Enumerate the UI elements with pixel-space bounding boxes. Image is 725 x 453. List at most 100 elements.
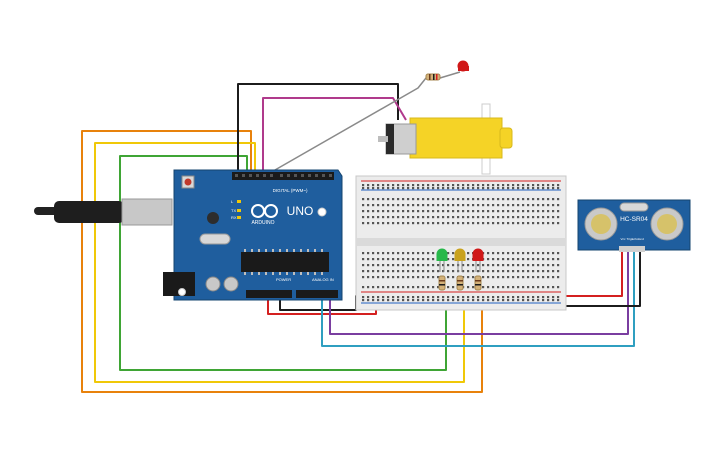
breadboard-hole: [437, 198, 440, 201]
breadboard-hole: [497, 222, 500, 225]
breadboard-hole: [402, 264, 405, 267]
breadboard-hole: [532, 184, 535, 187]
breadboard-hole: [452, 296, 455, 299]
breadboard-hole: [432, 270, 435, 273]
breadboard-hole: [387, 258, 390, 261]
breadboard-hole: [447, 210, 450, 213]
breadboard-hole: [447, 222, 450, 225]
breadboard-hole: [472, 222, 475, 225]
breadboard-hole: [462, 296, 465, 299]
breadboard-hole: [442, 299, 445, 302]
breadboard-hole: [387, 299, 390, 302]
sensor-crystal: [619, 202, 649, 212]
breadboard-hole: [362, 210, 365, 213]
breadboard-hole: [417, 222, 420, 225]
breadboard-hole: [557, 198, 560, 201]
led-rx-label: RX: [231, 215, 237, 220]
breadboard-hole: [552, 258, 555, 261]
breadboard-hole: [547, 216, 550, 219]
breadboard-hole: [532, 270, 535, 273]
breadboard-hole: [422, 222, 425, 225]
breadboard-hole: [537, 286, 540, 289]
breadboard-hole: [542, 286, 545, 289]
breadboard-hole: [427, 286, 430, 289]
breadboard-hole: [377, 198, 380, 201]
breadboard-hole: [417, 252, 420, 255]
breadboard-hole: [472, 216, 475, 219]
atmega-pins: [244, 249, 323, 275]
breadboard-hole: [547, 286, 550, 289]
breadboard-hole: [497, 296, 500, 299]
breadboard-hole: [497, 184, 500, 187]
breadboard-hole: [432, 276, 435, 279]
motor-spindle: [378, 136, 388, 142]
breadboard-hole: [372, 276, 375, 279]
breadboard-hole: [362, 258, 365, 261]
breadboard-hole: [372, 187, 375, 190]
breadboard-hole: [552, 210, 555, 213]
breadboard-hole: [492, 270, 495, 273]
breadboard-hole: [467, 187, 470, 190]
breadboard-hole: [467, 270, 470, 273]
breadboard-hole: [442, 222, 445, 225]
breadboard-hole: [497, 198, 500, 201]
breadboard-hole: [432, 216, 435, 219]
breadboard-hole: [382, 184, 385, 187]
breadboard-hole: [487, 216, 490, 219]
breadboard-hole: [502, 270, 505, 273]
usb-plug-shell: [121, 198, 173, 226]
breadboard-hole: [502, 296, 505, 299]
capacitor-2: [223, 276, 239, 292]
wire-gray-led-2: [439, 71, 461, 79]
breadboard-hole: [502, 216, 505, 219]
breadboard-hole: [427, 296, 430, 299]
breadboard-hole: [502, 258, 505, 261]
breadboard-hole: [522, 296, 525, 299]
breadboard-hole: [437, 187, 440, 190]
breadboard-hole: [547, 252, 550, 255]
breadboard-hole: [392, 222, 395, 225]
breadboard-hole: [407, 184, 410, 187]
breadboard-hole: [492, 252, 495, 255]
breadboard-hole: [457, 216, 460, 219]
breadboard-hole: [467, 216, 470, 219]
digital-header-pins: [235, 174, 332, 177]
breadboard-hole: [417, 299, 420, 302]
breadboard-hole: [552, 264, 555, 267]
breadboard-hole: [472, 299, 475, 302]
breadboard-hole: [502, 204, 505, 207]
breadboard-hole: [497, 252, 500, 255]
breadboard-hole: [452, 187, 455, 190]
breadboard-hole: [502, 264, 505, 267]
reset-button-cap: [184, 178, 192, 186]
breadboard-hole: [362, 264, 365, 267]
breadboard-hole: [387, 286, 390, 289]
breadboard-hole: [467, 286, 470, 289]
breadboard-hole: [467, 198, 470, 201]
breadboard-hole: [382, 299, 385, 302]
breadboard-hole: [367, 184, 370, 187]
breadboard-hole: [462, 204, 465, 207]
breadboard-hole: [552, 222, 555, 225]
breadboard-hole: [542, 252, 545, 255]
breadboard-hole: [482, 184, 485, 187]
breadboard-hole: [527, 252, 530, 255]
breadboard-hole: [537, 252, 540, 255]
breadboard-hole: [447, 299, 450, 302]
crystal: [199, 233, 231, 245]
breadboard-hole: [537, 222, 540, 225]
breadboard-hole: [472, 276, 475, 279]
breadboard-hole: [487, 296, 490, 299]
breadboard-hole: [362, 216, 365, 219]
breadboard-hole: [432, 222, 435, 225]
breadboard-hole: [512, 252, 515, 255]
breadboard-hole: [472, 198, 475, 201]
breadboard-hole: [557, 299, 560, 302]
breadboard-hole: [417, 216, 420, 219]
breadboard-hole: [362, 222, 365, 225]
led-tx: [237, 209, 241, 212]
breadboard-hole: [557, 184, 560, 187]
breadboard-hole: [547, 296, 550, 299]
breadboard-hole: [372, 299, 375, 302]
breadboard-hole: [367, 296, 370, 299]
